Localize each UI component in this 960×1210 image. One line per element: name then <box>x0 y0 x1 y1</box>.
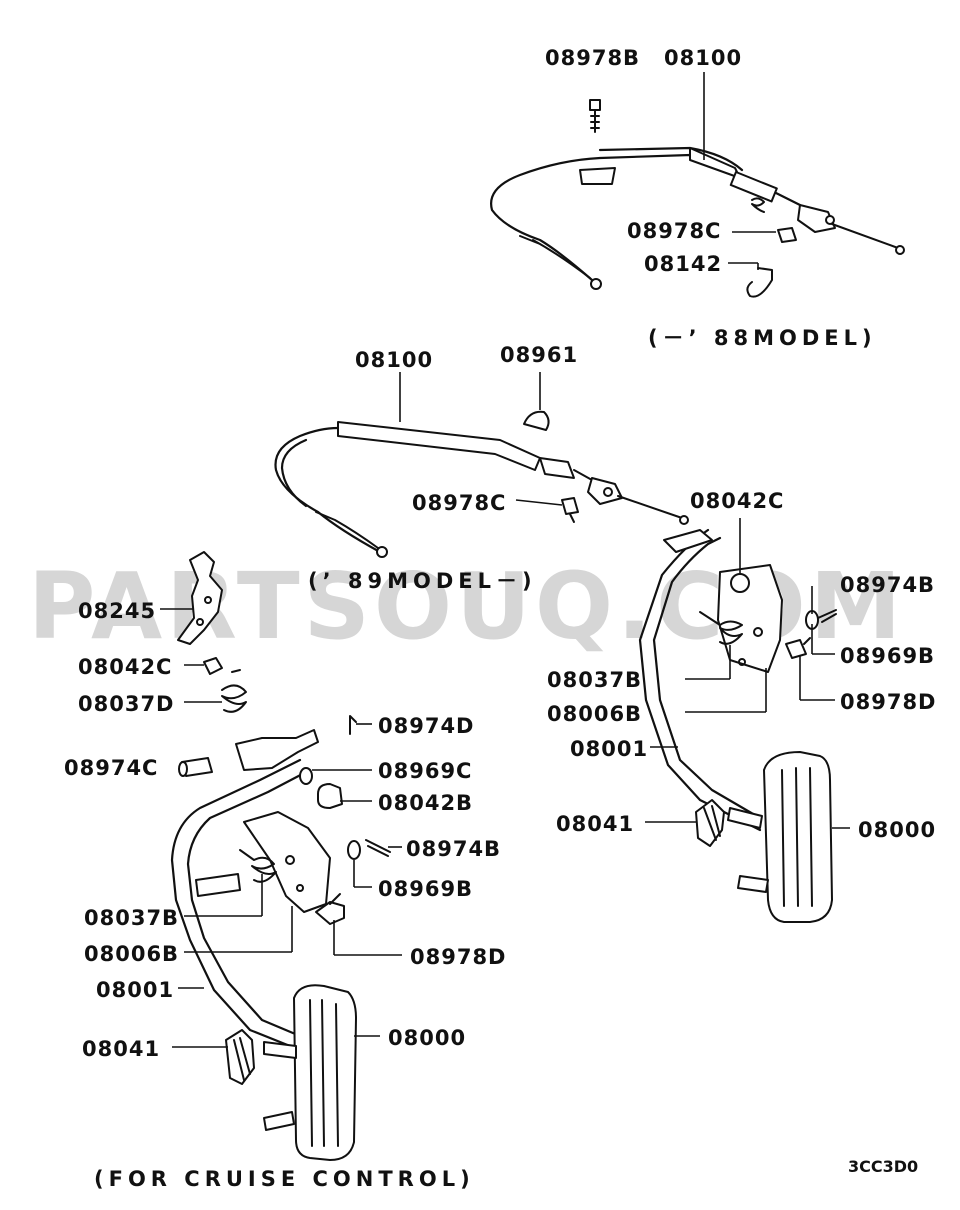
label-08978D-right[interactable]: 08978D <box>840 690 937 714</box>
label-08041-left[interactable]: 08041 <box>82 1037 160 1061</box>
label-08978C-top[interactable]: 08978C <box>627 219 721 243</box>
label-08974B-left[interactable]: 08974B <box>406 837 501 861</box>
label-08100-top[interactable]: 08100 <box>664 46 742 70</box>
caption-89-model: (’ 89MODEL－) <box>308 569 537 593</box>
caption-cruise-control: (FOR CRUISE CONTROL) <box>94 1167 475 1191</box>
label-08041-right[interactable]: 08041 <box>556 812 634 836</box>
label-08006B-left[interactable]: 08006B <box>84 942 179 966</box>
label-08969B-left[interactable]: 08969B <box>378 877 473 901</box>
label-08100-mid[interactable]: 08100 <box>355 348 433 372</box>
pedal-assembly-right <box>638 528 837 923</box>
label-08978D-left[interactable]: 08978D <box>410 945 507 969</box>
label-08000-left[interactable]: 08000 <box>388 1026 466 1050</box>
label-08001-right[interactable]: 08001 <box>570 737 648 761</box>
label-08974B-right[interactable]: 08974B <box>840 573 935 597</box>
label-08037D[interactable]: 08037D <box>78 692 175 716</box>
figure-code: 3CC3D0 <box>848 1157 918 1176</box>
label-08961[interactable]: 08961 <box>500 343 578 367</box>
label-08974C[interactable]: 08974C <box>64 756 158 780</box>
label-08978C-mid[interactable]: 08978C <box>412 491 506 515</box>
label-08245[interactable]: 08245 <box>78 599 156 623</box>
cable-assembly-89 <box>274 410 689 558</box>
label-08969B-right[interactable]: 08969B <box>840 644 935 668</box>
label-08001-left[interactable]: 08001 <box>96 978 174 1002</box>
label-08974D[interactable]: 08974D <box>378 714 475 738</box>
label-08042C-left[interactable]: 08042C <box>78 655 172 679</box>
label-08978B[interactable]: 08978B <box>545 46 640 70</box>
pedal-assembly-left <box>170 551 391 1161</box>
cable-assembly-pre88 <box>490 99 905 298</box>
label-08142[interactable]: 08142 <box>644 252 722 276</box>
label-08006B-right[interactable]: 08006B <box>547 702 642 726</box>
label-08042C-right[interactable]: 08042C <box>690 489 784 513</box>
label-08000-right[interactable]: 08000 <box>858 818 936 842</box>
caption-pre88-model: (－’ 88MODEL) <box>648 326 877 350</box>
label-08969C[interactable]: 08969C <box>378 759 472 783</box>
label-08042B[interactable]: 08042B <box>378 791 473 815</box>
label-08037B-left[interactable]: 08037B <box>84 906 179 930</box>
label-08037B-right[interactable]: 08037B <box>547 668 642 692</box>
